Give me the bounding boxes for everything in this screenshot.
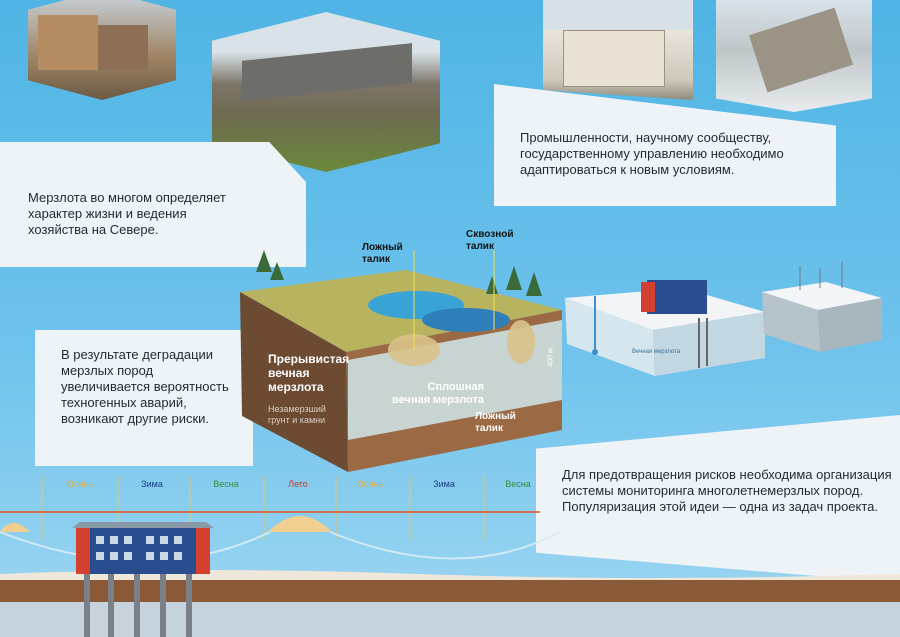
season-autumn-2: Осень (356, 479, 384, 489)
photo-collapsed-building-1 (28, 0, 176, 100)
soil-layer (0, 578, 900, 602)
text-panel-right-top: Промышленности, научному сообществу, гос… (494, 84, 836, 206)
text-panel-left-top: Мерзлота во многом определяет характер ж… (0, 142, 306, 267)
winter-right (653, 312, 765, 376)
snow-right (818, 298, 882, 352)
label-false-talik: Ложный талик (362, 242, 403, 265)
snow-surface (762, 282, 882, 310)
thaw-mound-1 (0, 523, 30, 532)
season-summer: Лето (288, 479, 308, 489)
snow-block-diagram (760, 258, 884, 354)
winter-house-diagram (563, 268, 767, 378)
terrain-svg (240, 220, 562, 472)
text-panel-right-bottom: Для предотвращения рисков необходима орг… (536, 415, 900, 583)
label-intermittent-permafrost: Прерывистая вечная мерзлота (268, 352, 350, 394)
label-depth: 400 м (547, 348, 555, 367)
talik-2 (507, 320, 535, 364)
snow-block-svg (762, 262, 882, 352)
text-left-mid: В результате деградации мерзлых пород ув… (61, 347, 229, 426)
winter-house (647, 280, 707, 314)
terrain-block-diagram (236, 220, 566, 480)
thaw-mound-2 (268, 516, 332, 532)
building-on-piles (72, 522, 214, 637)
bottom-cross-section (0, 476, 900, 637)
label-false-talik-2: Ложный талик (475, 411, 516, 434)
text-right-top: Промышленности, научному сообществу, гос… (520, 130, 784, 177)
season-spring-2: Весна (505, 479, 531, 489)
trees (256, 250, 542, 296)
label-continuous-permafrost: Сплошная вечная мерзлота (391, 381, 484, 406)
thermometer-bulb (592, 349, 598, 355)
season-winter-2: Зима (433, 479, 455, 489)
season-timeline: Осень Зима Весна Лето Осень Зима Весна (0, 470, 540, 500)
label-unfrozen-ground: Незамерзший грунт и камни (268, 404, 326, 425)
season-autumn-1: Осень (66, 479, 94, 489)
winter-house-side (641, 282, 655, 312)
snow-trees (799, 262, 843, 290)
snow-strip (0, 570, 900, 580)
text-panel-left-mid: В результате деградации мерзлых пород ув… (35, 330, 253, 466)
frost-curve-2 (329, 531, 561, 560)
text-left-top: Мерзлота во многом определяет характер ж… (28, 190, 226, 237)
permafrost-ground (0, 602, 900, 637)
text-right-bottom: Для предотвращения рисков необходима орг… (562, 467, 892, 514)
winter-front (565, 298, 655, 376)
label-permafrost-small: Вечная мерзлота (632, 349, 681, 355)
winter-house-svg (565, 280, 765, 376)
photo-cracked-house (543, 0, 693, 100)
terrain-front-face (240, 292, 348, 472)
season-spring-1: Весна (213, 479, 239, 489)
label-through-talik: Сквозной талик (466, 229, 514, 252)
season-winter-1: Зима (141, 479, 163, 489)
photo-tilted-house (716, 0, 872, 112)
river (422, 308, 510, 332)
snow-front (762, 292, 820, 352)
